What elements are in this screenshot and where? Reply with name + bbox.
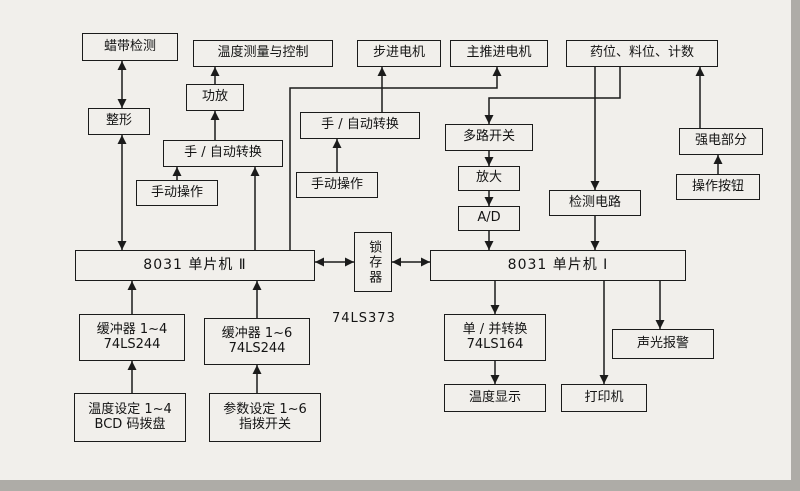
latch-chip-label: 74LS373 xyxy=(332,311,396,326)
node-ad-converter: A/D xyxy=(458,206,520,231)
edge-level-mux xyxy=(484,67,621,124)
scan-edge-bottom xyxy=(0,480,800,491)
node-latch: 锁存器 xyxy=(354,232,392,292)
node-power-amp: 功放 xyxy=(186,84,244,111)
node-serial-parallel-line2: 74LS164 xyxy=(466,336,524,352)
node-temp-setting: 温度设定 1~4 BCD 码拨盘 xyxy=(74,393,186,442)
node-wax-detect: 蜡带检测 xyxy=(82,33,178,61)
node-buffer-1-6: 缓冲器 1~6 74LS244 xyxy=(204,318,310,365)
node-serial-parallel-line1: 单 / 并转换 xyxy=(462,321,528,337)
node-alarm: 声光报警 xyxy=(612,329,714,359)
node-shaping: 整形 xyxy=(88,108,150,135)
node-amplifier: 放大 xyxy=(458,166,520,191)
node-buffer-1-4-line1: 缓冲器 1~4 xyxy=(96,321,168,337)
node-temp-display: 温度显示 xyxy=(444,384,546,412)
node-op-buttons: 操作按钮 xyxy=(676,174,760,200)
node-buffer-1-6-line2: 74LS244 xyxy=(228,340,286,356)
node-level-count: 药位、料位、计数 xyxy=(566,40,718,67)
node-manual-auto-1: 手 / 自动转换 xyxy=(163,140,283,167)
node-strong-electric: 强电部分 xyxy=(679,128,763,155)
node-buffer-1-6-line1: 缓冲器 1~6 xyxy=(221,325,293,341)
node-param-setting-line2: 指拨开关 xyxy=(238,416,291,432)
node-temp-setting-line2: BCD 码拨盘 xyxy=(94,416,166,432)
node-buffer-1-4-line2: 74LS244 xyxy=(103,336,161,352)
node-stepper-motor: 步进电机 xyxy=(357,40,441,67)
node-serial-parallel: 单 / 并转换 74LS164 xyxy=(444,314,546,361)
node-multiplexer: 多路开关 xyxy=(445,124,533,151)
node-main-motor: 主推进电机 xyxy=(450,40,548,67)
node-printer: 打印机 xyxy=(561,384,647,412)
node-param-setting-line1: 参数设定 1~6 xyxy=(223,401,307,417)
node-mcu1: 8031 单片机 Ⅰ xyxy=(430,250,686,281)
scan-edge-right xyxy=(791,0,800,491)
node-manual-op-1: 手动操作 xyxy=(136,180,218,206)
node-buffer-1-4: 缓冲器 1~4 74LS244 xyxy=(79,314,185,361)
node-detect-circuit: 检测电路 xyxy=(549,190,641,216)
node-manual-auto-2: 手 / 自动转换 xyxy=(300,112,420,139)
node-temp-measure: 温度测量与控制 xyxy=(193,40,333,67)
node-mcu2: 8031 单片机 Ⅱ xyxy=(75,250,315,281)
node-manual-op-2: 手动操作 xyxy=(296,172,378,198)
node-param-setting: 参数设定 1~6 指拨开关 xyxy=(209,393,321,442)
node-temp-setting-line1: 温度设定 1~4 xyxy=(88,401,172,417)
